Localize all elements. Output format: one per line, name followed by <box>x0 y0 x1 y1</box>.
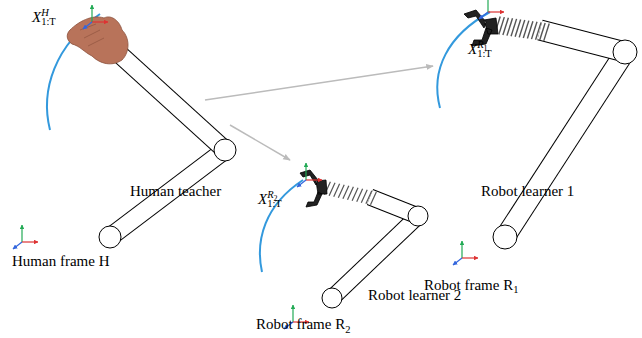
spring-coil <box>348 187 354 200</box>
frame-label: Human frame H <box>12 254 109 269</box>
arm-label: Human teacher <box>130 184 221 199</box>
math-symbol: 2 <box>345 324 350 335</box>
spring-coil <box>343 186 349 199</box>
caption-text: Robot frame R <box>256 316 345 332</box>
math-symbol: 1 <box>513 284 518 295</box>
frame-label: Robot frame R2 <box>256 317 350 335</box>
transfer-arrow <box>205 66 433 160</box>
math-symbol: 1:T <box>477 48 492 59</box>
arm-label: Robot learner 2 <box>368 288 461 303</box>
trajectory-label: XR21:T <box>258 190 282 209</box>
spring-coil <box>352 188 358 201</box>
trajectory-label: XH1:T <box>32 8 56 27</box>
trajectory <box>47 12 490 272</box>
spring-coil <box>361 190 367 203</box>
math-symbol: 1:T <box>267 198 282 209</box>
human-arm <box>67 17 236 248</box>
spring-coil <box>329 183 335 196</box>
caption-text: Robot learner 2 <box>368 287 461 303</box>
spring-coil <box>357 189 363 202</box>
spring-coil <box>334 184 340 197</box>
caption-text: Human frame H <box>12 253 109 269</box>
math-symbol: X <box>32 9 41 25</box>
spring-coil <box>544 24 550 41</box>
caption-text: Robot learner 1 <box>481 183 574 199</box>
caption-text: Human teacher <box>130 183 221 199</box>
robot-arm <box>464 10 637 249</box>
spring-coil <box>366 191 372 204</box>
math-symbol: X <box>468 41 477 57</box>
arm-label: Robot learner 1 <box>481 184 574 199</box>
math-symbol: X <box>258 191 267 207</box>
math-symbol: 1:T <box>41 16 56 27</box>
spring-coil <box>338 185 344 198</box>
trajectory-label: XR11:T <box>468 40 492 59</box>
spring-coil <box>371 192 377 205</box>
